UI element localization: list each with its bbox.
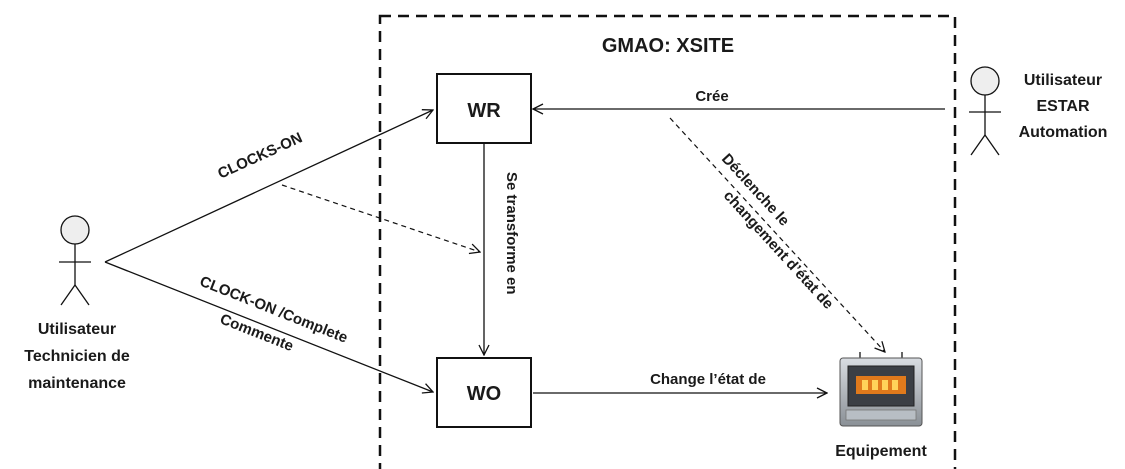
- technicien-actor-icon: [59, 215, 91, 306]
- estar-actor-line3: Automation: [1019, 124, 1108, 141]
- clocks-on-arrow: [104, 110, 433, 263]
- system-boundary: [378, 14, 957, 469]
- technicien-actor-line1: Utilisateur: [38, 321, 116, 338]
- technicien-actor-line2: Technicien de: [24, 348, 130, 365]
- equipment-icon: [839, 352, 923, 427]
- wr-node[interactable]: WR: [436, 73, 532, 144]
- estar-actor-line2: ESTAR: [1036, 98, 1089, 115]
- clocks-on-label: CLOCKS-ON: [215, 129, 305, 182]
- wr-label: WR: [467, 100, 501, 122]
- estar-actor-icon: [969, 66, 1001, 156]
- declenche-arrow: [669, 117, 885, 352]
- dashed-link-arrow: [281, 184, 480, 252]
- wo-node[interactable]: WO: [436, 357, 532, 428]
- transform-label: Se transforme en: [503, 172, 520, 295]
- system-title: GMAO: XSITE: [602, 35, 734, 57]
- clock-on-arrow: [104, 261, 433, 392]
- change-label: Change l’état de: [650, 371, 766, 388]
- cree-label: Crée: [695, 88, 728, 105]
- technicien-actor-line3: maintenance: [28, 375, 126, 392]
- estar-actor-line1: Utilisateur: [1024, 72, 1102, 89]
- equipment-label: Equipement: [835, 443, 927, 460]
- wo-label: WO: [467, 383, 501, 405]
